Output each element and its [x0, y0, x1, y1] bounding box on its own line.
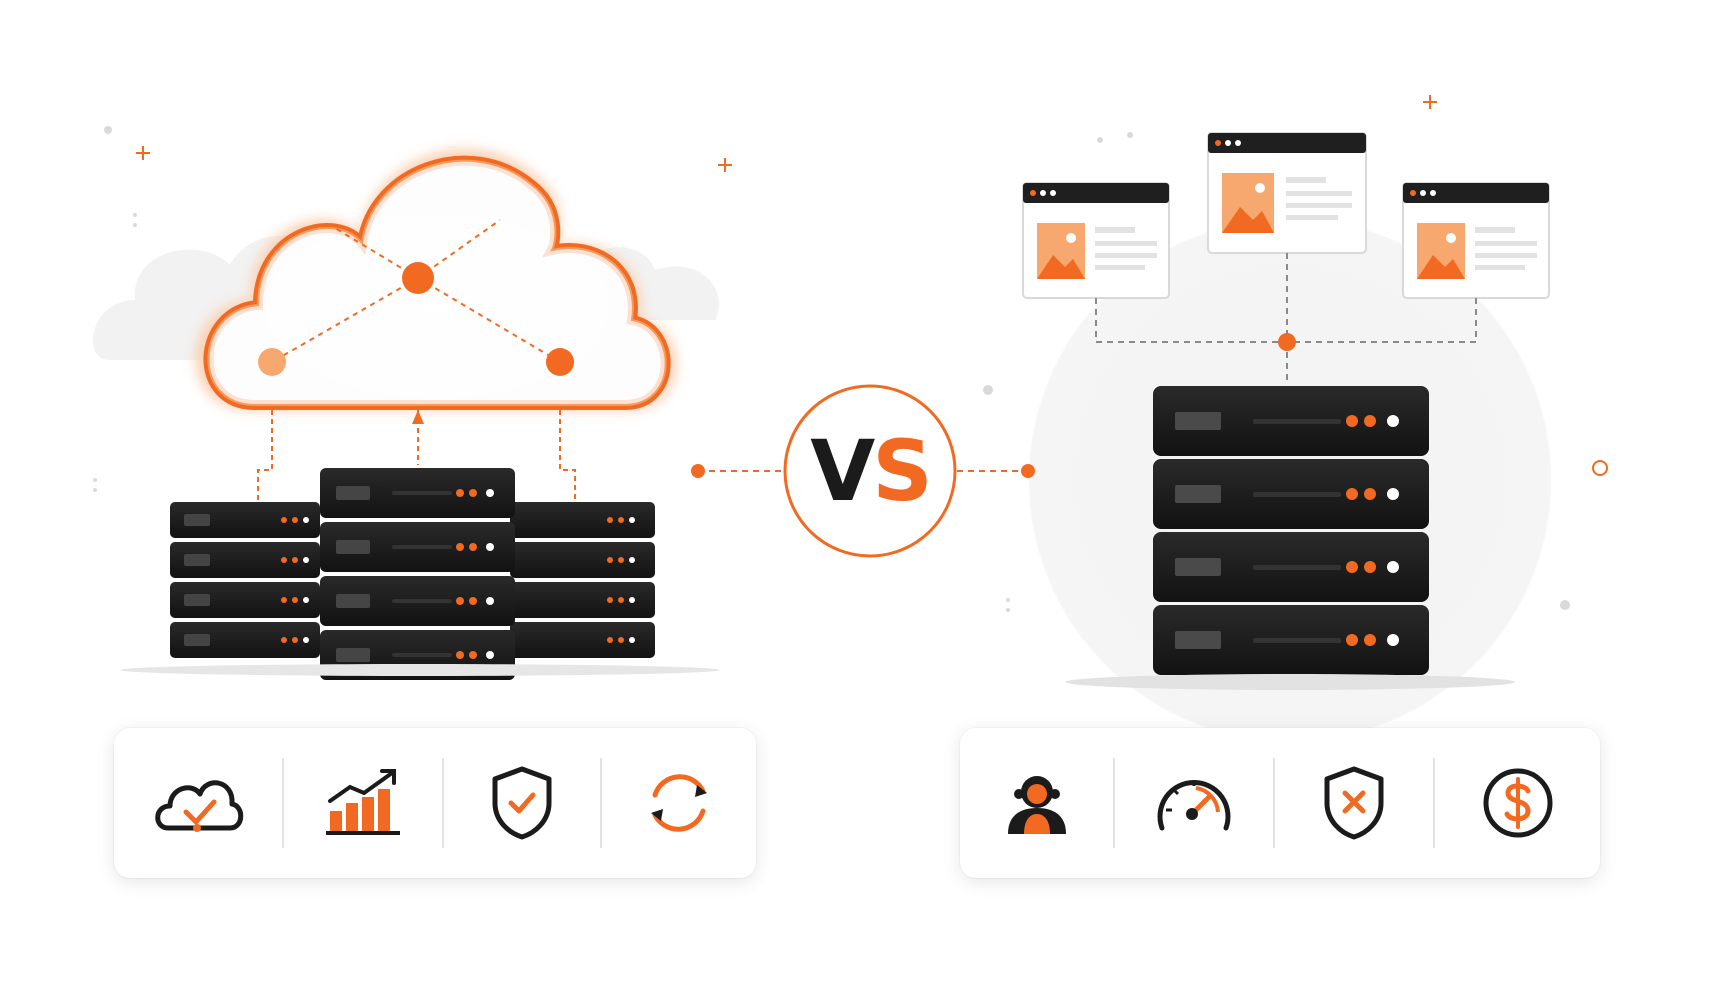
shield-x-icon [1275, 728, 1433, 878]
vs-letter-s: S [872, 422, 932, 520]
speedometer-icon [1115, 728, 1273, 878]
vs-letter-v: V [810, 422, 875, 520]
dedicated-features-card [960, 728, 1600, 878]
cloud-features-card [114, 728, 756, 878]
shield-check-icon [444, 728, 600, 878]
dollar-icon [1435, 728, 1600, 878]
cloud-check-icon [114, 728, 282, 878]
browser-windows [1022, 132, 1550, 385]
sparkles [136, 95, 1608, 476]
vs-connector [691, 384, 1035, 558]
growth-chart-icon [284, 728, 442, 878]
server-stack-right [1153, 386, 1429, 675]
vs-badge: VS [785, 429, 955, 519]
server-stack-left [120, 468, 720, 680]
refresh-icon [602, 728, 756, 878]
user-support-icon [960, 728, 1113, 878]
